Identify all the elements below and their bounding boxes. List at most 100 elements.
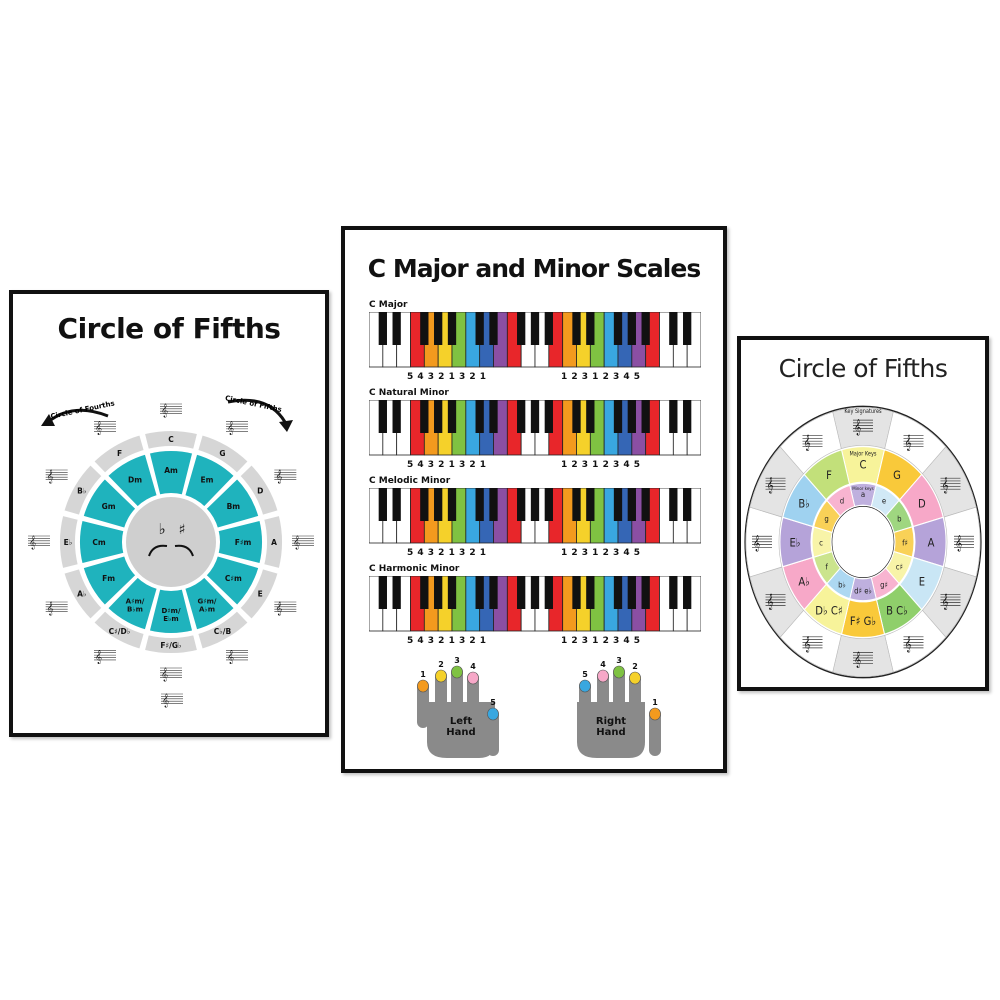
major-key-label: G bbox=[219, 449, 225, 458]
right-hand-fingering: 1 2 3 1 2 3 4 5 bbox=[561, 636, 641, 646]
fingertip bbox=[487, 707, 499, 721]
black-key bbox=[420, 576, 429, 609]
finger-number: 4 bbox=[600, 660, 606, 669]
major-key-label: E bbox=[258, 590, 263, 599]
key-signature-staff: 𝄞 bbox=[903, 435, 924, 451]
svg-text:𝄞: 𝄞 bbox=[955, 536, 962, 552]
minor-key-label: d bbox=[840, 496, 845, 506]
black-key bbox=[475, 400, 484, 433]
key-signature-staff: 𝄞 bbox=[940, 477, 961, 494]
outer-key-segment bbox=[62, 462, 105, 518]
black-key bbox=[378, 576, 387, 609]
finger-number: 4 bbox=[470, 662, 476, 671]
black-key bbox=[447, 400, 457, 433]
minor-key-segment bbox=[204, 553, 261, 608]
minor-key-label: e bbox=[882, 496, 887, 506]
major-key-label: C bbox=[860, 458, 867, 472]
outer-key-segment bbox=[142, 429, 200, 452]
black-key bbox=[434, 576, 443, 609]
minor-keys-label: Minor keys bbox=[852, 486, 874, 492]
palm bbox=[577, 702, 645, 758]
minor-key-segment bbox=[826, 484, 856, 517]
outer-key-segment bbox=[237, 566, 280, 622]
hand-label: Right bbox=[596, 716, 626, 727]
svg-text:𝄞: 𝄞 bbox=[804, 637, 811, 653]
circle-of-fifths-wheel-teal: Circle of Fourths Circle of Fifths CAmGE… bbox=[28, 394, 314, 707]
black-key bbox=[641, 400, 650, 433]
major-key-label: A bbox=[928, 536, 935, 550]
scale-label: C Melodic Minor bbox=[369, 476, 451, 486]
fingertip bbox=[435, 669, 447, 683]
black-key bbox=[627, 312, 636, 345]
black-key bbox=[613, 312, 623, 345]
flat-symbol: ♭ bbox=[158, 520, 165, 538]
major-key-label: D♭ C♯ bbox=[815, 604, 842, 618]
minor-key-segment bbox=[147, 587, 195, 635]
outer-key-segment bbox=[142, 632, 200, 655]
key-signature-staff: 𝄞 bbox=[954, 535, 974, 552]
key-signature-staff: 𝄞 bbox=[45, 601, 68, 615]
major-key-label: A bbox=[271, 538, 277, 547]
svg-text:𝄞: 𝄞 bbox=[161, 403, 168, 417]
major-key-segment bbox=[803, 449, 851, 501]
black-key bbox=[530, 400, 540, 433]
black-key bbox=[669, 576, 678, 609]
minor-key-segment bbox=[216, 518, 264, 566]
black-key bbox=[517, 400, 526, 433]
circle-of-fifths-wheel-pastel: Ca𝄞Ge𝄞Db𝄞Af♯𝄞Ec♯𝄞B C♭g♯𝄞F♯ G♭d♯ e♭𝄞D♭ C♯… bbox=[744, 405, 982, 679]
black-key bbox=[530, 488, 540, 521]
svg-text:𝄞: 𝄞 bbox=[275, 469, 282, 483]
black-key bbox=[530, 312, 540, 345]
black-key bbox=[544, 576, 553, 609]
left-hand-fingering: 5 4 3 2 1 3 2 1 bbox=[407, 548, 487, 558]
minor-key-label: f bbox=[825, 562, 828, 572]
black-key bbox=[392, 488, 401, 521]
key-signature-staff: 𝄞 bbox=[274, 469, 297, 483]
minor-key-label: c bbox=[819, 538, 823, 548]
black-key bbox=[627, 488, 636, 521]
finger bbox=[613, 666, 625, 714]
black-key bbox=[683, 312, 692, 345]
black-key bbox=[627, 400, 636, 433]
outer-key-segment bbox=[261, 513, 284, 571]
black-key bbox=[544, 312, 553, 345]
major-key-label: C♭/B bbox=[214, 627, 232, 636]
black-key bbox=[683, 488, 692, 521]
svg-text:𝄞: 𝄞 bbox=[804, 435, 811, 451]
black-key bbox=[613, 576, 623, 609]
outer-key-segment bbox=[58, 513, 81, 571]
minor-key-segment bbox=[182, 452, 237, 509]
black-key bbox=[378, 400, 387, 433]
svg-text:𝄞: 𝄞 bbox=[854, 652, 861, 668]
finger bbox=[649, 708, 661, 756]
black-key bbox=[586, 400, 595, 433]
black-key bbox=[669, 488, 678, 521]
finger bbox=[579, 680, 591, 728]
svg-text:𝄞: 𝄞 bbox=[753, 536, 760, 552]
black-key bbox=[489, 400, 498, 433]
minor-key-label: A♯m/ bbox=[126, 597, 145, 605]
fingertip bbox=[417, 679, 429, 693]
black-key bbox=[434, 400, 443, 433]
outer-key-segment bbox=[91, 608, 147, 651]
poster-title: Circle of Fifths bbox=[778, 354, 948, 383]
center-hole bbox=[831, 506, 895, 578]
minor-key-label: C♯m bbox=[225, 574, 242, 583]
svg-text:𝄞: 𝄞 bbox=[161, 667, 168, 681]
black-key bbox=[489, 576, 498, 609]
key-signature-staff: 𝄞 bbox=[940, 593, 961, 610]
keyboard-c-melodic-minor bbox=[369, 488, 701, 544]
key-signature-staff: 𝄞 bbox=[45, 469, 68, 483]
key-signature-segment bbox=[779, 411, 842, 475]
black-key bbox=[683, 576, 692, 609]
finger-number: 5 bbox=[582, 670, 588, 679]
major-key-label: F bbox=[826, 468, 832, 482]
black-key bbox=[447, 312, 457, 345]
finger bbox=[597, 670, 609, 718]
major-key-label: C bbox=[168, 435, 174, 444]
major-key-label: E♭ bbox=[789, 536, 800, 550]
finger-number: 2 bbox=[632, 662, 638, 671]
circle-of-fifths-label: Circle of Fifths bbox=[224, 394, 282, 414]
keyboard-c-harmonic-minor bbox=[369, 576, 701, 632]
